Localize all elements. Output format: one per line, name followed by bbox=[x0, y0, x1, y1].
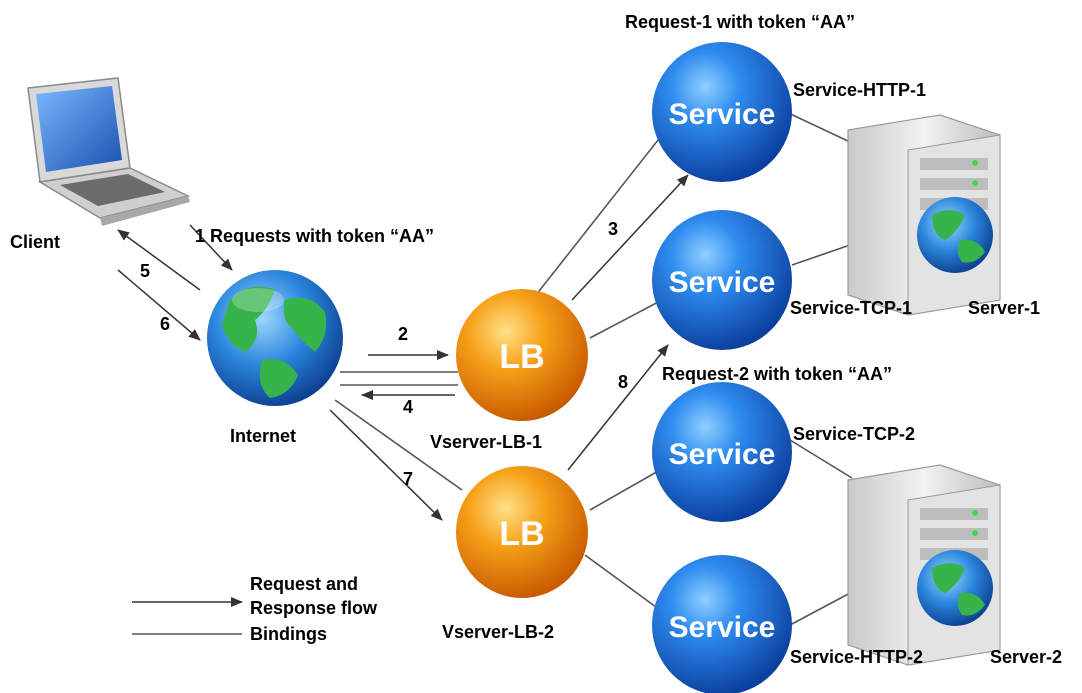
globe-icon bbox=[917, 550, 993, 626]
service-node-tcp-2: Service bbox=[652, 382, 792, 522]
request-2-label: Request-2 with token “AA” bbox=[662, 364, 892, 384]
internet-lb-lines bbox=[334, 371, 463, 491]
globe-icon bbox=[917, 197, 993, 273]
client-label: Client bbox=[10, 232, 60, 252]
service-tcp-2-label: Service bbox=[669, 438, 776, 471]
binding-lb1-service-http-1 bbox=[531, 134, 663, 301]
vserver-lb-2-label: Vserver-LB-2 bbox=[442, 622, 554, 642]
service-node-tcp-1: Service bbox=[652, 210, 792, 350]
request-1-label: Request-1 with token “AA” bbox=[625, 12, 855, 32]
binding-service-tcp-1-server bbox=[791, 244, 851, 266]
arrow-step-6 bbox=[117, 269, 201, 341]
server-2-name: Server-2 bbox=[990, 647, 1062, 667]
service-tcp-2-name: Service-TCP-2 bbox=[793, 424, 915, 444]
service-node-http-2: Service bbox=[652, 555, 792, 693]
arrow-step-8 bbox=[567, 344, 669, 471]
service-http-1-name: Service-HTTP-1 bbox=[793, 80, 926, 100]
step-5-label: 5 bbox=[140, 261, 150, 281]
legend-flow-line-1: Request and bbox=[250, 574, 358, 594]
legend-flow-line-2: Response flow bbox=[250, 598, 378, 618]
flow-arrows bbox=[117, 174, 689, 521]
arrow-step-3 bbox=[571, 174, 689, 301]
step-2-label: 2 bbox=[398, 324, 408, 344]
binding-service-tcp-2-server bbox=[789, 439, 853, 479]
client-request-label: 1 Requests with token “AA” bbox=[195, 226, 434, 246]
internet-label: Internet bbox=[230, 426, 296, 446]
vserver-lb-1-label: Vserver-LB-1 bbox=[430, 432, 542, 452]
globe-icon bbox=[207, 270, 343, 406]
binding-service-http-2-server bbox=[789, 591, 853, 626]
legend-bindings: Bindings bbox=[250, 624, 327, 644]
binding-internet-lb2 bbox=[334, 399, 463, 491]
service-http-2-label: Service bbox=[669, 611, 776, 644]
arrow-step-5 bbox=[117, 229, 201, 291]
step-7-label: 7 bbox=[403, 469, 413, 489]
binding-lb2-service-http-2 bbox=[584, 554, 661, 611]
binding-lb1-service-tcp-1 bbox=[589, 299, 663, 339]
lb-1-label: LB bbox=[499, 338, 544, 376]
service-node-http-1: Service bbox=[652, 42, 792, 182]
legend: Request and Response flow Bindings bbox=[132, 574, 378, 644]
step-4-label: 4 bbox=[403, 397, 413, 417]
service-http-2-name: Service-HTTP-2 bbox=[790, 647, 923, 667]
step-3-label: 3 bbox=[608, 219, 618, 239]
step-8-label: 8 bbox=[618, 372, 628, 392]
service-tcp-1-label: Service bbox=[669, 266, 776, 299]
lb-node-2: LB bbox=[456, 466, 588, 598]
arrow-step-7 bbox=[329, 409, 443, 521]
binding-lb2-service-tcp-2 bbox=[589, 469, 661, 511]
laptop-icon bbox=[27, 77, 191, 226]
service-http-1-label: Service bbox=[669, 98, 776, 131]
service-tcp-1-name: Service-TCP-1 bbox=[790, 298, 912, 318]
step-6-label: 6 bbox=[160, 314, 170, 334]
binding-service-http-1-server bbox=[781, 109, 851, 143]
arrow-step-1 bbox=[189, 224, 233, 271]
lb-node-1: LB bbox=[456, 289, 588, 421]
binding-lines bbox=[531, 109, 853, 626]
lb-2-label: LB bbox=[499, 515, 544, 553]
server-1-name: Server-1 bbox=[968, 298, 1040, 318]
